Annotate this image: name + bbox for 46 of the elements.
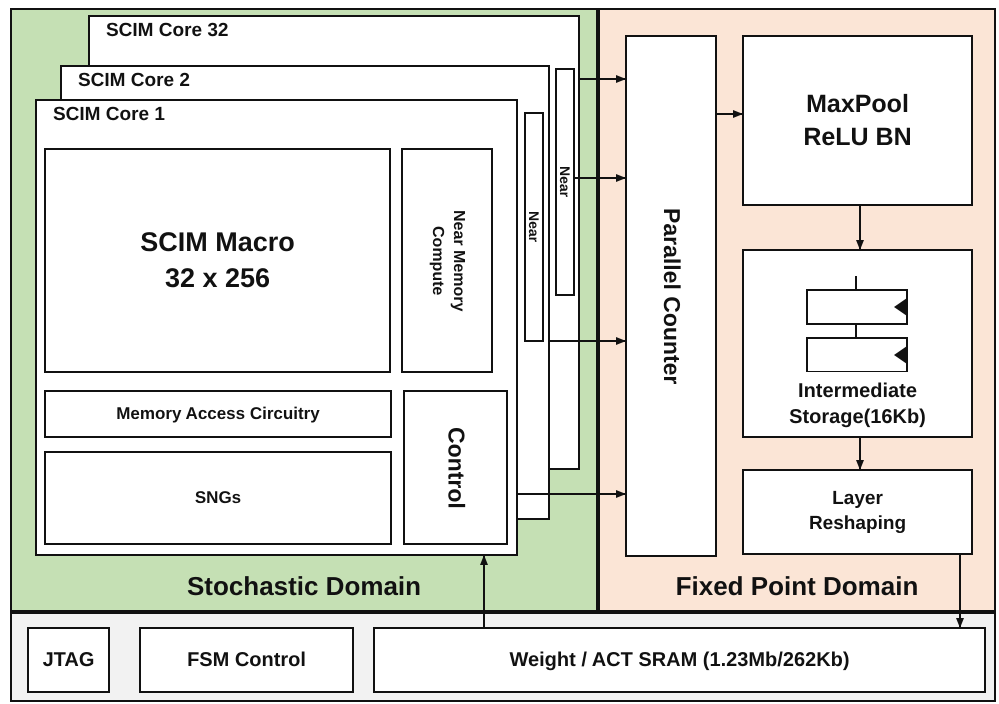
function-label: MaxPool ReLU BN (802, 89, 913, 152)
sram-label: Weight / ACT SRAM (1.23Mb/262Kb) (509, 648, 850, 673)
jtag-box (27, 627, 110, 693)
arrow (575, 174, 626, 182)
jtag-label: JTAG (42, 648, 94, 673)
domain-panel (10, 8, 598, 612)
counter-box (625, 35, 717, 557)
arrow (856, 206, 864, 250)
macro-box (44, 148, 391, 373)
storage-box (742, 249, 973, 438)
domain-label: Stochastic Domain (186, 570, 422, 604)
storage-label: Intermediate Storage(16Kb) (788, 379, 927, 430)
circuitry-box (44, 390, 392, 438)
function-box (742, 35, 973, 206)
macro-label: SCIM Macro 32 x 256 (139, 226, 296, 294)
sng-box (44, 451, 392, 545)
arrow (956, 555, 964, 628)
strip-label: Near (525, 211, 544, 243)
sram-box (373, 627, 986, 693)
arrow (856, 438, 864, 470)
core-title: SCIM Core 2 (78, 69, 190, 93)
domain-panel (598, 8, 996, 612)
control-box (403, 390, 508, 545)
core-title: SCIM Core 1 (53, 103, 165, 127)
sng-label: SNGs (194, 486, 242, 509)
arrow (580, 75, 626, 83)
fsm-label: FSM Control (187, 648, 306, 673)
fsm-box (139, 627, 354, 693)
core-box (35, 99, 518, 556)
counter-label: Parallel Counter (658, 208, 686, 384)
arrow (518, 490, 626, 498)
circuitry-label: Memory Access Circuitry (116, 402, 320, 425)
arrow (480, 555, 488, 627)
compute-label: Near Memory Compute (428, 208, 468, 314)
arrow (717, 110, 743, 118)
control-label: Control (442, 426, 470, 508)
reshaping-box (742, 469, 973, 555)
reshaping-label: Layer Reshaping (808, 487, 908, 536)
strip-label: Near (556, 166, 574, 198)
arrow (550, 337, 626, 345)
compute-strip (555, 68, 575, 296)
compute-box (401, 148, 493, 373)
domain-label: Fixed Point Domain (674, 570, 920, 604)
compute-strip (524, 112, 544, 342)
io-panel (10, 612, 996, 702)
core-title: SCIM Core 32 (106, 19, 228, 43)
